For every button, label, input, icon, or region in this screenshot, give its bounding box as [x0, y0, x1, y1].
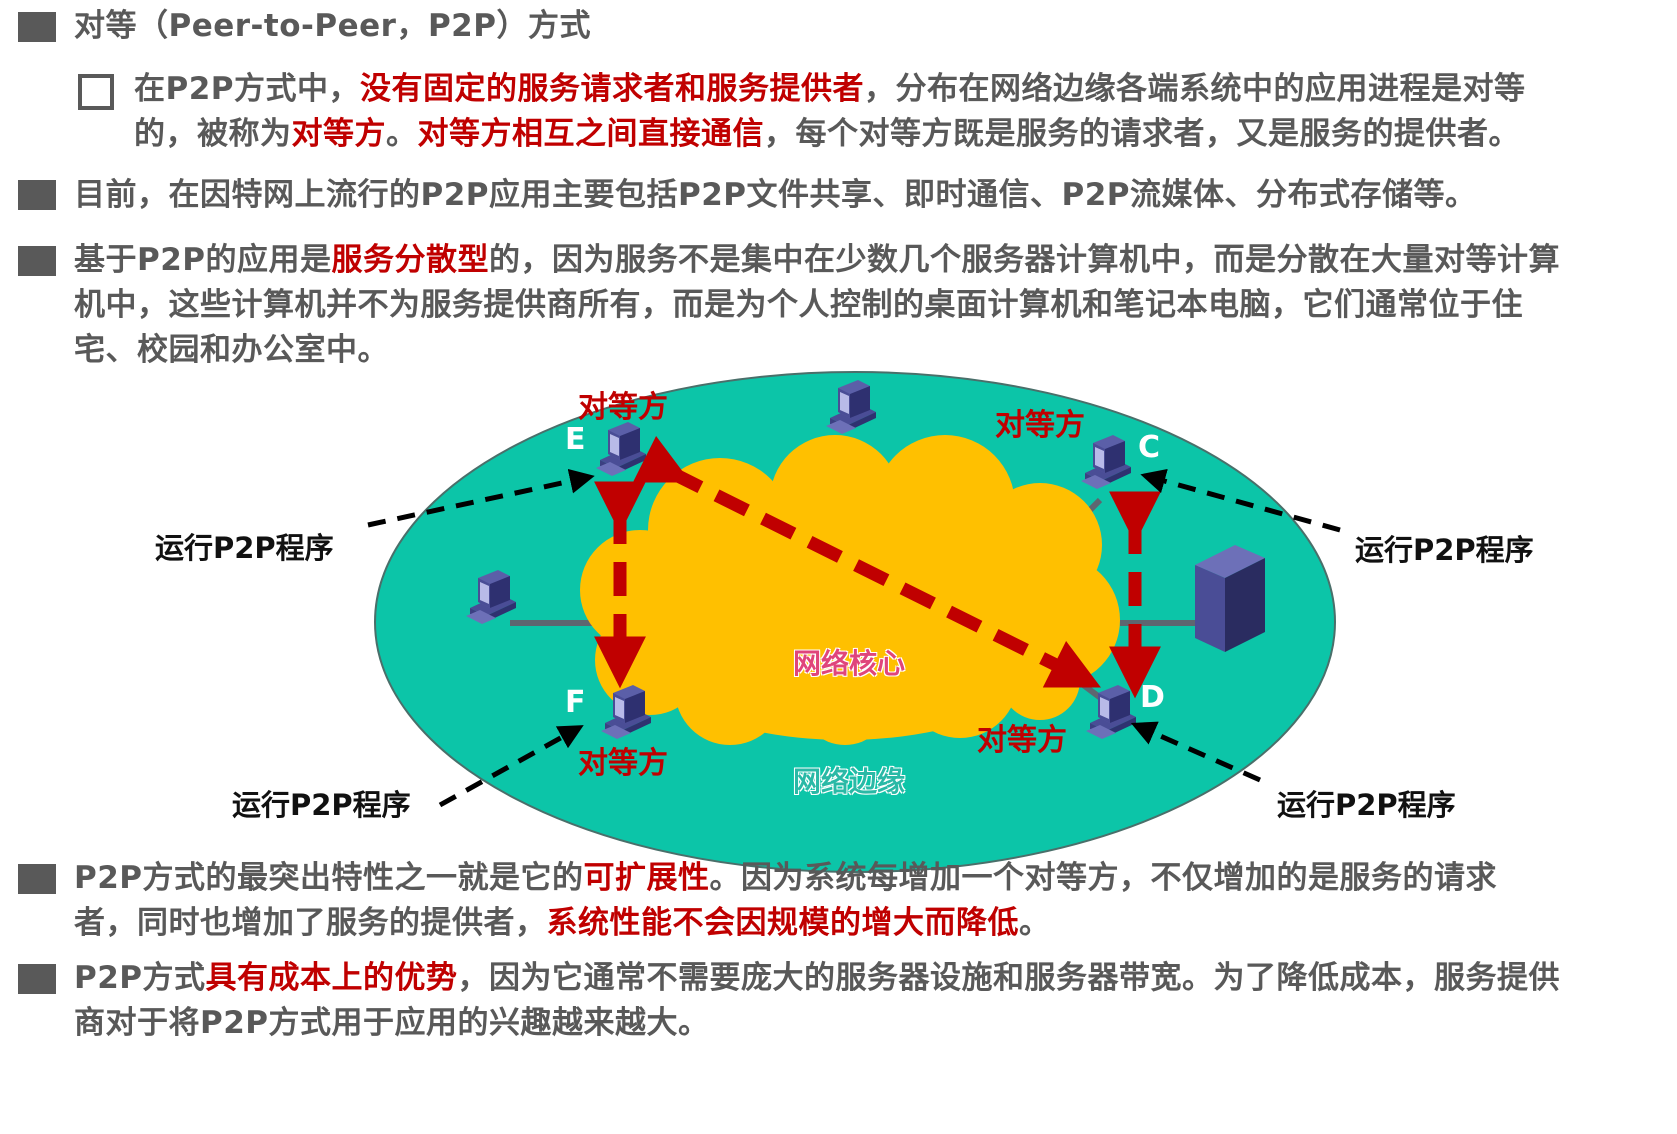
bullet-square-icon: [18, 12, 56, 42]
node-letter-d: D: [1140, 680, 1165, 715]
highlight-segment: 没有固定的服务请求者和服务提供者: [360, 71, 865, 107]
highlight-segment: 具有成本上的优势: [205, 960, 458, 996]
bullet-square-icon: [18, 246, 56, 276]
bullet-p2p-applications: 目前，在因特网上流行的P2P应用主要包括P2P文件共享、即时通信、P2P流媒体、…: [74, 173, 1634, 218]
highlight-segment: 对等方: [291, 116, 386, 152]
p2p-network-diagram: 对等方 对等方 对等方 对等方 E C F D 网络核心 网络边缘 运行P2P程…: [0, 360, 1677, 880]
run-p2p-label-e: 运行P2P程序: [155, 531, 334, 565]
hollow-square-bullet-icon: [78, 74, 114, 110]
highlight-segment: 对等方相互之间直接通信: [417, 116, 764, 152]
bullet-square-icon: [18, 180, 56, 210]
text-segment: 在P2P方式中，: [134, 71, 361, 107]
text-segment: 的，因为服务不是集中在少数几个服务器计算机中，而是分散在大量对等计算机中，这些计…: [74, 242, 1561, 368]
bullet-service-decentralized: 基于P2P的应用是服务分散型的，因为服务不是集中在少数几个服务器计算机中，而是分…: [74, 238, 1564, 373]
peer-label-c: 对等方: [995, 408, 1085, 443]
node-letter-f: F: [565, 685, 586, 720]
diagram-canvas: [367, 371, 1341, 873]
text-segment: ，因为它通常不需要庞大的服务器设施和服务器带宽。为了降低成本，服务提供商对于将P…: [74, 960, 1561, 1041]
text-segment: 。: [386, 116, 418, 152]
bullet-square-icon: [18, 964, 56, 994]
text-segment: 目前，在因特网上流行的P2P应用主要包括P2P文件共享、即时通信、P2P流媒体、…: [74, 177, 1477, 213]
highlight-segment: 系统性能不会因规模的增大而降低: [546, 905, 1019, 941]
node-letter-e: E: [565, 422, 586, 457]
bullet-scalability: P2P方式的最突出特性之一就是它的可扩展性。因为系统每增加一个对等方，不仅增加的…: [74, 856, 1554, 946]
run-p2p-label-f: 运行P2P程序: [232, 788, 411, 822]
bullet-cost-advantage: P2P方式具有成本上的优势，因为它通常不需要庞大的服务器设施和服务器带宽。为了降…: [74, 956, 1564, 1046]
text-segment: 。: [1019, 905, 1051, 941]
peer-label-e: 对等方: [578, 390, 668, 425]
run-p2p-label-c: 运行P2P程序: [1355, 533, 1534, 567]
text-segment: P2P方式的最突出特性之一就是它的: [74, 860, 584, 896]
text-segment: ，分布在网络边缘各端系统中的应用进程是对等的，被称为: [134, 71, 1526, 152]
text-segment: P2P方式: [74, 960, 206, 996]
peer-label-f: 对等方: [578, 746, 668, 781]
sub-point-p2p-definition: 在P2P方式中，没有固定的服务请求者和服务提供者，分布在网络边缘各端系统中的应用…: [134, 67, 1554, 157]
server-icon: [1195, 545, 1265, 652]
node-letter-c: C: [1138, 430, 1161, 465]
text-segment: ，每个对等方既是服务的请求者，又是服务的提供者。: [764, 116, 1520, 152]
run-p2p-label-d: 运行P2P程序: [1277, 788, 1456, 822]
network-core-label: 网络核心: [793, 647, 906, 680]
text-segment: 。因为系统每增加一个对等方，不仅增加的是服务的请求者，同时也增加了服务的提供者，: [74, 860, 1498, 941]
network-edge-label: 网络边缘: [793, 765, 906, 798]
section-heading: 对等（Peer-to-Peer，P2P）方式: [74, 8, 591, 44]
highlight-segment: 可扩展性: [583, 860, 710, 896]
highlight-segment: 服务分散型: [331, 242, 490, 278]
bullet-square-icon: [18, 864, 56, 894]
peer-label-d: 对等方: [977, 723, 1067, 758]
text-segment: 基于P2P的应用是: [74, 242, 332, 278]
